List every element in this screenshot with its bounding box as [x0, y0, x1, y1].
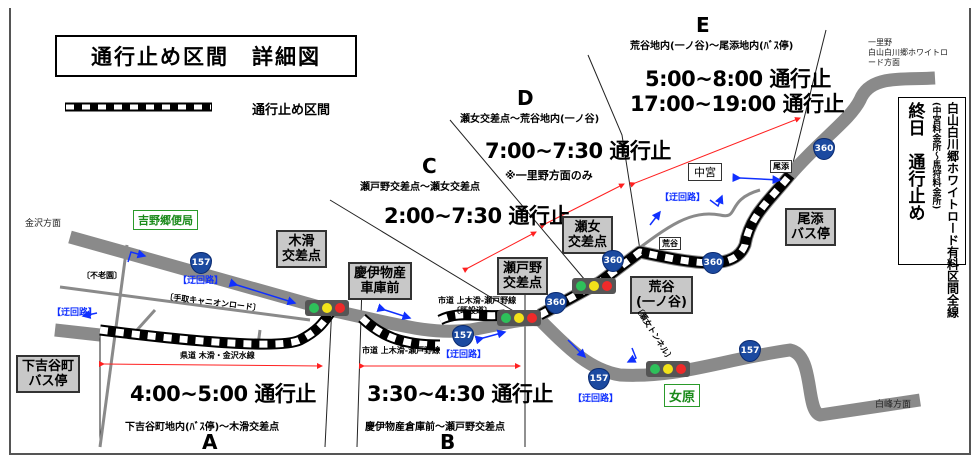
- detour-arrows: [81, 173, 782, 363]
- closed-segments: [99, 171, 795, 351]
- section-a-range: 下吉谷町地内(ﾊﾞｽ停)～木滑交差点: [125, 422, 280, 433]
- section-d-letter: D: [517, 86, 534, 110]
- callout-keii-garage: 慶伊物産 車庫前: [348, 262, 413, 300]
- section-e-time-2: 17:00~19:00 通行止: [630, 92, 845, 116]
- whiteroad-closure: 終日 通行止め: [904, 102, 925, 221]
- callout-senyo-intersection: 瀬女 交差点: [562, 216, 614, 254]
- shiramine-direction: 白峰方面: [875, 400, 912, 410]
- page-title: 通行止め区間 詳細図: [55, 35, 357, 77]
- section-d-time: 7:00~7:30 通行止: [485, 139, 671, 163]
- range-arrows: [98, 117, 801, 369]
- section-b-letter: B: [440, 430, 456, 454]
- section-d-note: ※一里野方面のみ: [505, 169, 593, 182]
- city-road-label-2: 市道 上木滑-瀬戸野線: [438, 296, 517, 305]
- detour-label: 【迂回路】: [52, 308, 98, 318]
- route-360-shield: 360: [545, 292, 567, 314]
- onnahara-label: 女原: [664, 384, 701, 407]
- section-b-time: 3:30~4:30 通行止: [367, 382, 553, 406]
- post-office-label: 吉野郷便局: [133, 210, 198, 230]
- section-e-letter: E: [696, 13, 710, 37]
- traffic-light-icon: [646, 361, 690, 377]
- section-d-range: 瀬女交差点～荒谷地内(一ノ谷): [460, 114, 600, 125]
- ichirino-direction: 一里野 白山白川郷ホワイトロ ード方面: [868, 38, 948, 67]
- traffic-light-icon: [572, 278, 616, 294]
- city-road-label-1: 市道 上木滑-瀬戸野線: [362, 346, 441, 355]
- section-c-letter: C: [422, 154, 437, 178]
- route-360-shield: 360: [602, 250, 624, 272]
- section-e-range: 荒谷地内(一ノ谷)～尾添地内(ﾊﾞｽ停): [630, 41, 794, 52]
- traffic-light-icon: [497, 310, 541, 326]
- section-a-letter: A: [202, 430, 218, 454]
- kanazawa-direction: 金沢方面: [25, 219, 62, 229]
- section-b-range: 慶伊物産倉庫前～瀬戸野交差点: [365, 422, 505, 433]
- callout-setono-intersection: 瀬戸野 交差点: [497, 257, 549, 295]
- section-c-range: 瀬戸野交差点～瀬女交差点: [360, 182, 480, 193]
- detour-label: 【迂回路】: [660, 193, 706, 203]
- whiteroad-name: 白山白川郷ホワイトロード有料区間全線: [945, 102, 960, 318]
- minor-roads: [59, 188, 761, 448]
- route-157-shield: 157: [452, 325, 474, 347]
- chugu-label: 中宮: [688, 163, 722, 181]
- traffic-light-icon: [305, 300, 349, 316]
- route-360-shield: 360: [813, 138, 835, 160]
- callout-kinameri-intersection: 木滑 交差点: [276, 230, 328, 268]
- route-157-shield: 157: [588, 368, 610, 390]
- furoen-label: 〔不老園〕: [82, 271, 122, 280]
- aratani-small-sign: 荒谷: [659, 237, 681, 250]
- whiteroad-closure-box: 白山白川郷ホワイトロード有料区間全線 (中宮料金所～馬狩料金所) 終日 通行止め: [898, 97, 966, 318]
- route-157-shield: 157: [190, 252, 212, 274]
- section-c-time: 2:00~7:30 通行止: [384, 204, 570, 228]
- section-a-time: 4:00~5:00 通行止: [130, 382, 316, 406]
- callout-aratani: 荒谷 (一ノ谷): [630, 276, 693, 314]
- city-road-label-2b: 〔既設道〕: [452, 306, 492, 315]
- prefectural-road-label: 県道 木滑・金沢水線: [180, 351, 255, 360]
- route-360-shield: 360: [702, 252, 724, 274]
- detour-label: 【迂回路】: [441, 350, 487, 360]
- legend-label: 通行止め区間: [252, 103, 331, 118]
- callout-ozo-bus-stop: 尾添 バス停: [785, 208, 837, 246]
- detour-label: 【迂回路】: [178, 276, 224, 286]
- detour-label: 【迂回路】: [573, 394, 619, 404]
- route-157-shield: 157: [739, 340, 761, 362]
- callout-shimoyoshitani-bus-stop: 下吉谷町 バス停: [16, 355, 81, 393]
- section-e-time-1: 5:00~8:00 通行止: [645, 67, 831, 91]
- ozo-small-sign: 尾添: [770, 160, 792, 173]
- map-frame: [9, 8, 971, 455]
- whiteroad-range: (中宮料金所～馬狩料金所): [930, 102, 941, 210]
